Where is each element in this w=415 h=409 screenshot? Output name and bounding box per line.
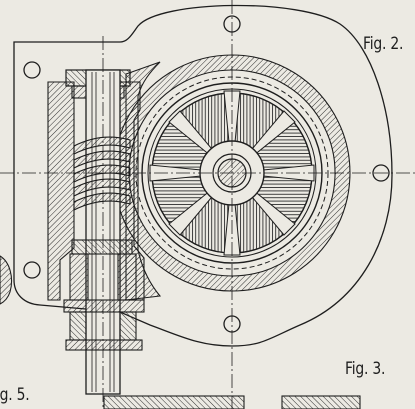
figure-label-fig3: Fig. 3. [345, 359, 386, 379]
fig5-fragment [0, 255, 13, 305]
figure-label-fig2: Fig. 2. [363, 34, 404, 54]
worm-shaft-assembly [47, 69, 145, 395]
figure-label-fig5: ig. 5. [0, 385, 30, 405]
fig3-section [103, 395, 361, 409]
